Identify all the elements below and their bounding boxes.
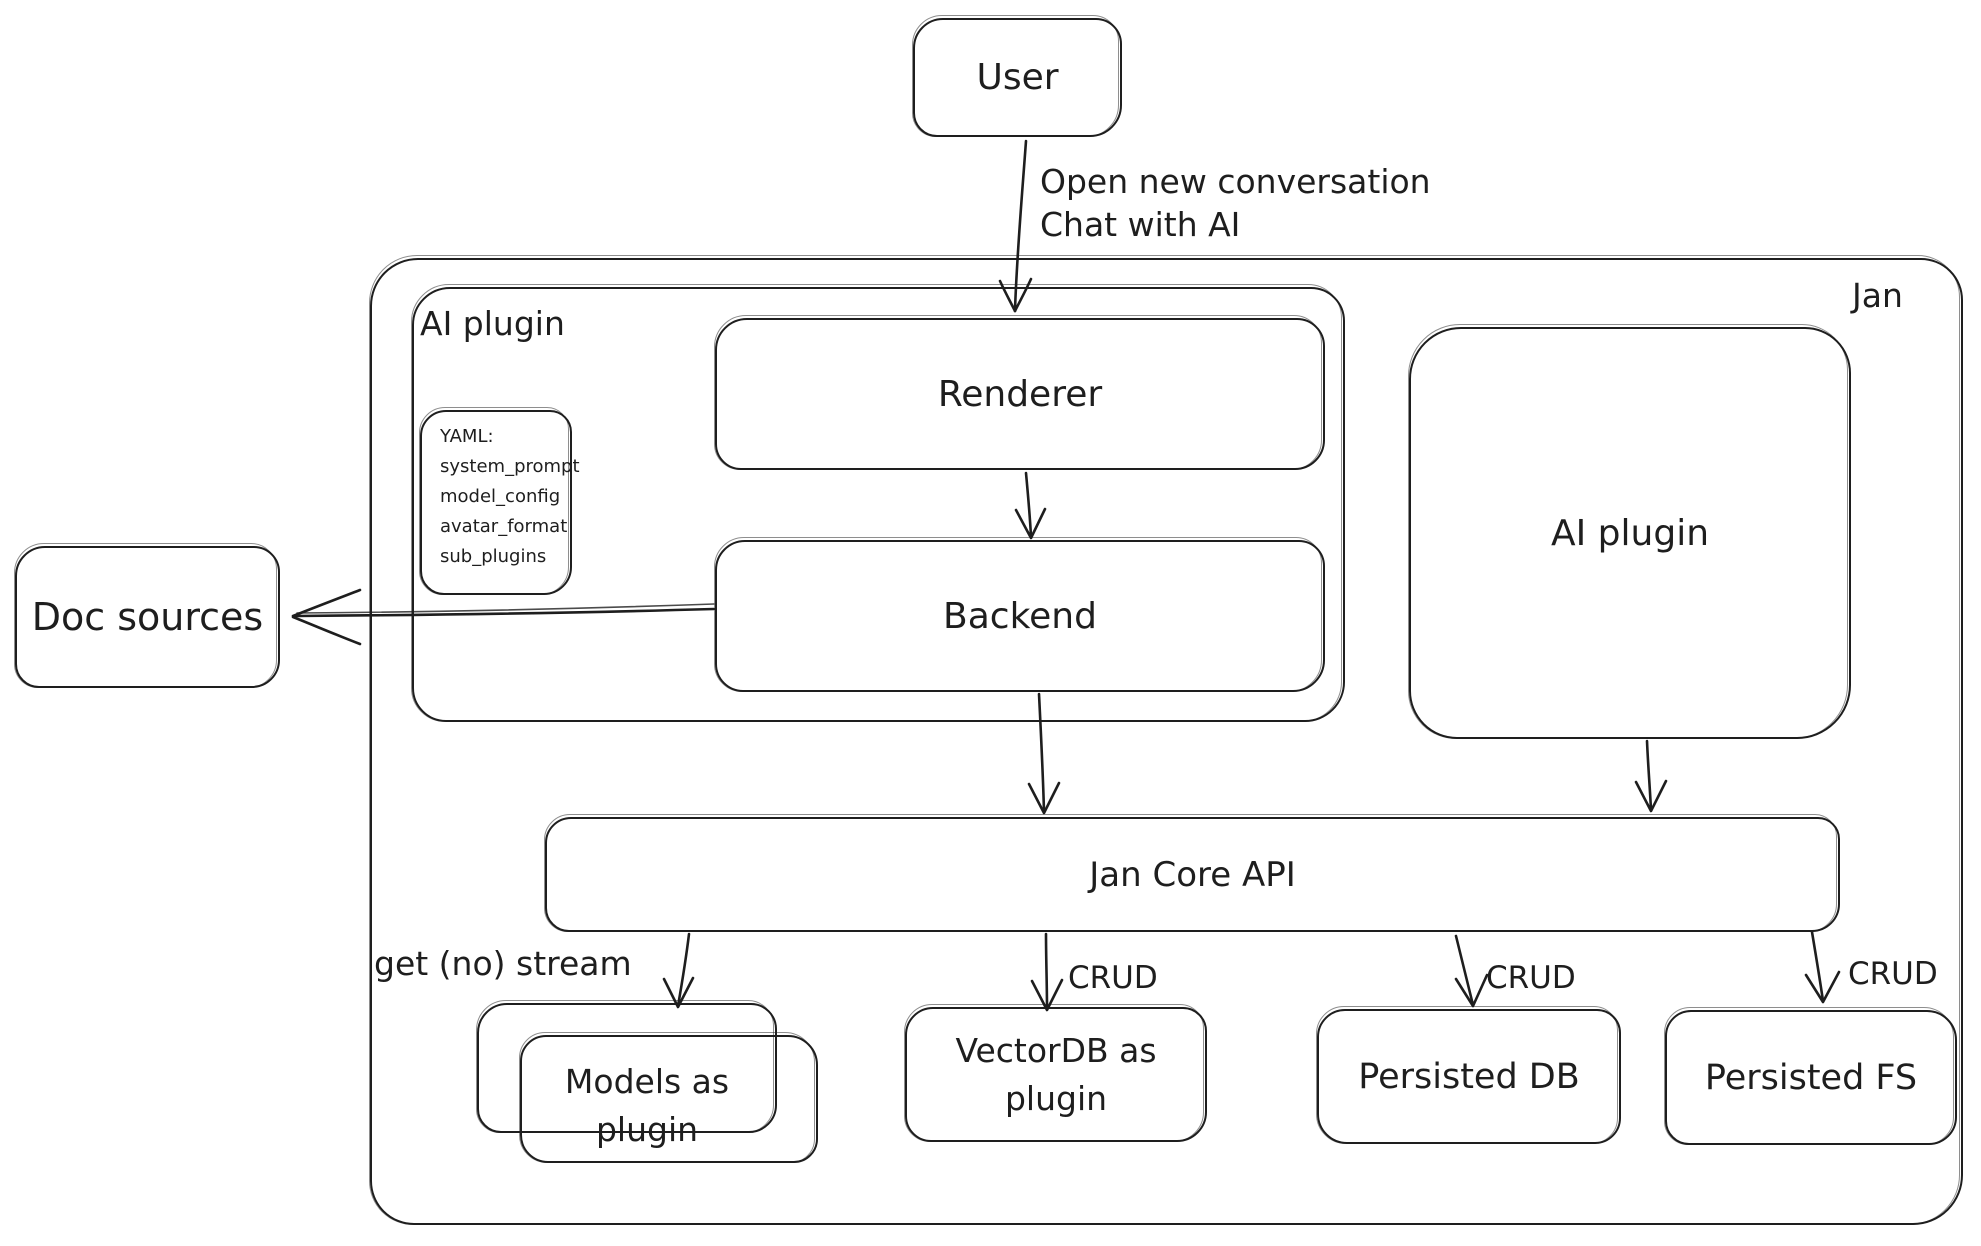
arrow-api-to-vectordb bbox=[1030, 932, 1064, 1012]
jan-core-api-label: Jan Core API bbox=[1089, 854, 1296, 895]
edge-label-crud-persisted-db: CRUD bbox=[1486, 960, 1576, 996]
arrow-api-to-persisted-fs bbox=[1804, 930, 1841, 1004]
arrow-api-to-models bbox=[662, 932, 695, 1009]
arrow-ai-plugin-right-to-jan-core-api bbox=[1634, 739, 1668, 813]
vectordb-as-plugin-label: VectorDB as plugin bbox=[955, 1031, 1157, 1118]
backend-label: Backend bbox=[943, 595, 1097, 637]
doc-sources-label: Doc sources bbox=[31, 595, 264, 639]
arrow-user-to-renderer bbox=[998, 139, 1033, 313]
models-as-plugin-label: Models as plugin bbox=[564, 1062, 730, 1149]
yaml-line: model_config bbox=[440, 486, 561, 507]
yaml-note-text: YAML: system_prompt model_config avatar_… bbox=[440, 422, 580, 572]
jan-label: Jan bbox=[1852, 276, 1903, 315]
arrow-api-to-persisted-db bbox=[1454, 934, 1489, 1008]
ai-plugin-container-label: AI plugin bbox=[420, 304, 565, 343]
arrow-backend-to-doc-sources bbox=[291, 588, 716, 646]
renderer-label: Renderer bbox=[937, 373, 1103, 415]
ai-plugin-right-label: AI plugin bbox=[1550, 512, 1710, 554]
user-label: User bbox=[976, 57, 1059, 98]
persisted-db-label: Persisted DB bbox=[1358, 1056, 1580, 1097]
yaml-line: YAML: bbox=[440, 426, 494, 447]
arrow-renderer-to-backend bbox=[1014, 471, 1047, 540]
arrow-backend-to-jan-core-api bbox=[1027, 692, 1061, 815]
yaml-line: avatar_format bbox=[440, 516, 568, 537]
persisted-fs-label: Persisted FS bbox=[1704, 1057, 1918, 1098]
edge-label-crud-persisted-fs: CRUD bbox=[1848, 956, 1938, 992]
edge-label-crud-vectordb: CRUD bbox=[1068, 960, 1158, 996]
edge-label-chat-with-ai: Chat with AI bbox=[1040, 205, 1241, 244]
edge-label-get-no-stream: get (no) stream bbox=[374, 944, 632, 983]
yaml-line: sub_plugins bbox=[440, 546, 547, 567]
edge-label-open-conversation: Open new conversation bbox=[1040, 162, 1431, 201]
yaml-line: system_prompt bbox=[440, 456, 580, 477]
